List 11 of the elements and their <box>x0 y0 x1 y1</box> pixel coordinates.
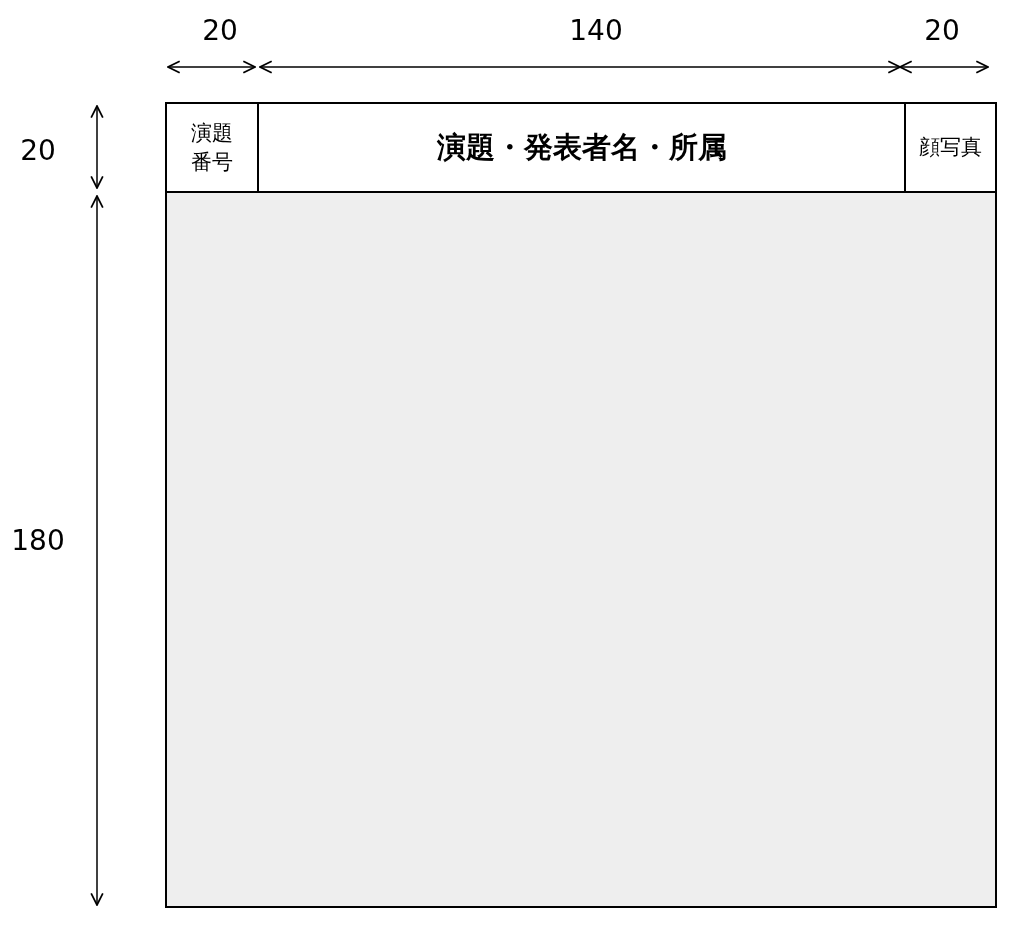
dimension-label: 180 <box>11 523 65 557</box>
photo-cell <box>904 102 997 193</box>
dimension-label: 140 <box>569 13 623 47</box>
cell-text: 演題番号 <box>190 120 234 176</box>
cell-text: 顔写真 <box>919 134 982 162</box>
cell-text: 演題・発表者名・所属 <box>436 128 727 166</box>
dimension-label: 20 <box>924 13 960 47</box>
content-area <box>165 191 997 908</box>
title-number-cell <box>165 102 259 193</box>
dimension-label: 20 <box>202 13 238 47</box>
dimension-label: 20 <box>20 133 56 167</box>
